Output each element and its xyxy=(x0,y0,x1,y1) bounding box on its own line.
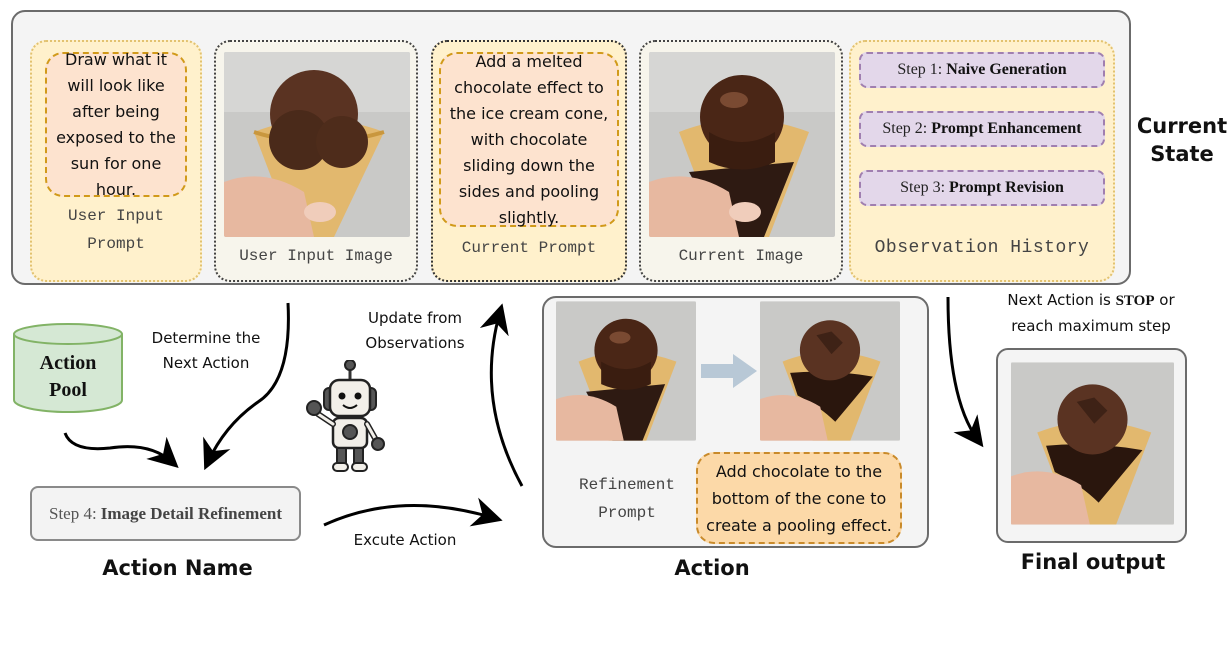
robot-icon xyxy=(306,359,385,472)
user-input-image-card: User Input Image xyxy=(214,40,418,282)
label-line: Observations xyxy=(365,334,465,352)
refinement-prompt-text: Add chocolate to the bottom of the cone … xyxy=(696,452,902,544)
action-caption: Action xyxy=(674,556,750,580)
final-output-image xyxy=(1011,362,1174,525)
current-image-label: Current Image xyxy=(678,247,804,265)
execute-action-label: Excute Action xyxy=(353,531,457,549)
current-image-card: Current Image xyxy=(639,40,843,282)
update-from-observations-label: Update from Observations xyxy=(352,306,478,356)
step-prefix: Step 2: xyxy=(882,120,928,137)
observation-history-card: Step 1:Naive Generation Step 2:Prompt En… xyxy=(849,40,1115,282)
stop-keyword: STOP xyxy=(1115,293,1155,309)
pool-arrow xyxy=(63,432,179,469)
current-prompt-text: Add a melted chocolate effect to the ice… xyxy=(439,52,619,227)
current-prompt-card: Add a melted chocolate effect to the ice… xyxy=(431,40,627,282)
action-panel: Refinement Prompt Add chocolate to the b… xyxy=(542,296,929,548)
label-text: Next Action is xyxy=(1007,291,1116,309)
ice-cream-photo-icon xyxy=(224,52,410,237)
robot-agent xyxy=(300,359,400,475)
title-line: Current xyxy=(1136,114,1228,138)
stop-condition-label: Next Action is STOP or reach maximum ste… xyxy=(975,288,1207,339)
user-input-image-label: User Input Image xyxy=(239,247,393,265)
user-input-image xyxy=(224,52,410,237)
label-line: Pool xyxy=(49,379,87,401)
determine-next-action-label: Determine the Next Action xyxy=(136,326,276,376)
action-after-image xyxy=(760,301,900,441)
history-step-3: Step 3:Prompt Revision xyxy=(859,170,1105,206)
action-pool-cylinder: Action Pool xyxy=(12,322,124,414)
title-line: State xyxy=(1150,142,1214,166)
current-state-title: Current State xyxy=(1134,112,1230,168)
pooled-ice-cream-photo-icon xyxy=(760,301,900,441)
label-line: Prompt xyxy=(87,235,145,253)
history-step-1: Step 1:Naive Generation xyxy=(859,52,1105,88)
observation-history-label: Observation History xyxy=(874,238,1090,258)
label-line: reach maximum step xyxy=(1011,317,1171,335)
current-image xyxy=(649,52,835,237)
action-step-name: Image Detail Refinement xyxy=(100,503,282,523)
user-input-prompt-label: User Input Prompt xyxy=(32,202,200,258)
final-output-panel xyxy=(996,348,1187,543)
action-step-prefix: Step 4: xyxy=(49,503,97,523)
user-input-prompt-card: Draw what it will look like after being … xyxy=(30,40,202,282)
label-text: or xyxy=(1154,291,1175,309)
action-pool-label: Action Pool xyxy=(12,350,124,404)
final-output-caption: Final output xyxy=(1020,550,1166,574)
execute-arrow xyxy=(323,497,503,527)
label-line: Refinement xyxy=(578,476,675,494)
label-line: Update from xyxy=(368,309,462,327)
step-name: Naive Generation xyxy=(946,61,1067,78)
action-before-image xyxy=(556,301,696,441)
melted-ice-cream-photo-icon xyxy=(649,52,835,237)
label-line: Prompt xyxy=(598,504,656,522)
label-line: Action xyxy=(39,352,97,374)
arrow-right-icon xyxy=(701,354,757,388)
label-line: User Input xyxy=(67,207,164,225)
stop-arrow xyxy=(946,296,984,448)
step-name: Prompt Enhancement xyxy=(931,120,1082,137)
label-line: Next Action is STOP or xyxy=(975,288,1207,314)
database-cylinder-icon xyxy=(13,323,123,413)
pooled-ice-cream-photo-icon xyxy=(1011,362,1174,525)
user-input-prompt-text: Draw what it will look like after being … xyxy=(45,50,187,199)
melted-ice-cream-photo-icon xyxy=(556,301,696,441)
step-name: Prompt Revision xyxy=(949,179,1064,196)
label-line: Next Action xyxy=(162,354,250,372)
label-line: Determine the xyxy=(151,329,261,347)
step-prefix: Step 1: xyxy=(897,61,943,78)
action-name-caption: Action Name xyxy=(102,556,253,580)
update-arrow xyxy=(479,303,524,487)
step-prefix: Step 3: xyxy=(900,179,946,196)
action-name-box: Step 4:Image Detail Refinement xyxy=(30,486,301,541)
refinement-prompt-label: Refinement Prompt xyxy=(562,471,692,527)
history-step-2: Step 2:Prompt Enhancement xyxy=(859,111,1105,147)
current-state-panel: Draw what it will look like after being … xyxy=(11,10,1131,285)
current-prompt-label: Current Prompt xyxy=(461,239,597,257)
transform-arrow xyxy=(701,354,757,388)
